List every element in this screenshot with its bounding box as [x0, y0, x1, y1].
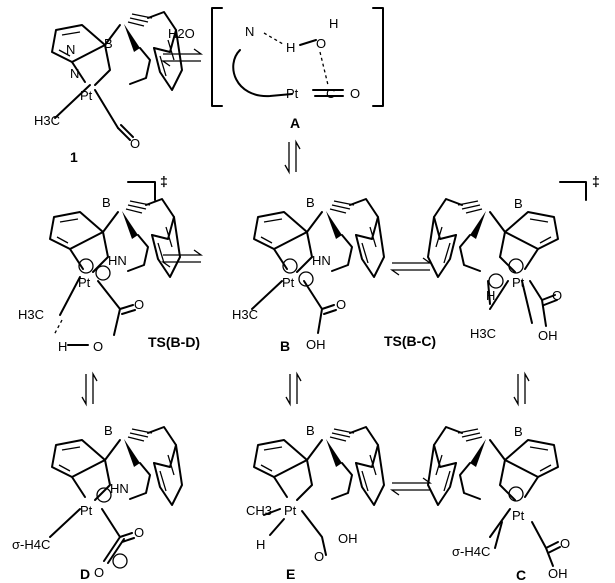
atom-hn: HN — [312, 253, 331, 268]
sigma-methane: σ-H4C — [452, 544, 490, 559]
atom-pt: Pt — [512, 275, 525, 290]
compound-label-c: C — [516, 567, 526, 583]
atom-o: O — [350, 86, 360, 101]
equilibrium-arrow-tsbc-c — [513, 371, 530, 407]
equilibrium-arrow-b-tsbc — [389, 257, 433, 276]
intermediate-e: B Pt CH3 H O OH E — [246, 423, 385, 582]
equilibrium-arrow-a-b — [284, 139, 301, 175]
compound-label-a: A — [290, 115, 300, 131]
atom-h: H — [256, 537, 265, 552]
compound-label-b: B — [280, 338, 290, 354]
atom-n: N — [245, 24, 254, 39]
compound-label-e: E — [286, 566, 295, 582]
ts-b-c-labels: B Pt H H3C O OH TS(B-C) ‡ — [384, 173, 600, 349]
atom-o: O — [134, 525, 144, 540]
hydroxyl-group: OH — [548, 566, 568, 581]
atom-o: O — [93, 339, 103, 354]
equilibrium-arrow-e-c — [389, 477, 433, 496]
equilibrium-arrow-tsbd-d — [81, 371, 98, 407]
atom-o: O — [314, 549, 324, 564]
dagger-right: ‡ — [592, 173, 600, 189]
intermediate-a: N H O H Pt C O A — [211, 7, 384, 131]
atom-b: B — [104, 423, 113, 438]
methyl-group: H3C — [18, 307, 44, 322]
water-label: H2O — [168, 26, 195, 41]
atom-o: O — [552, 288, 562, 303]
atom-b: B — [306, 195, 315, 210]
intermediate-b: B Pt HN H3C O OH B — [232, 195, 385, 354]
atom-o: O — [560, 536, 570, 551]
atom-h: H — [329, 16, 338, 31]
atom-pt: Pt — [286, 86, 299, 101]
intermediate-d: B Pt HN σ-H4C O O D — [12, 423, 183, 582]
hydroxyl-group: OH — [306, 337, 326, 352]
atom-pt: Pt — [284, 503, 297, 518]
compound-1: B N N Pt H3C O 1 — [34, 11, 183, 165]
atom-o: O — [94, 565, 104, 580]
sigma-methane: σ-H4C — [12, 537, 50, 552]
atom-o: O — [134, 297, 144, 312]
atom-o: O — [130, 136, 140, 151]
atom-pt: Pt — [80, 503, 93, 518]
atom-b: B — [102, 195, 111, 210]
dagger-left: ‡ — [160, 173, 168, 189]
atom-pt: Pt — [282, 275, 295, 290]
atom-o: O — [316, 36, 326, 51]
atom-hn: HN — [108, 253, 127, 268]
compound-label-ts-b-d: TS(B-D) — [148, 334, 200, 350]
atom-b: B — [514, 196, 523, 211]
atom-b: B — [306, 423, 315, 438]
atom-pt: Pt — [78, 275, 91, 290]
atom-h: H — [286, 40, 295, 55]
methyl-group: H3C — [232, 307, 258, 322]
atom-o: O — [336, 297, 346, 312]
compound-label-1: 1 — [70, 149, 78, 165]
methyl-group: CH3 — [246, 503, 272, 518]
hydroxyl-group: OH — [338, 531, 358, 546]
atom-n: N — [66, 42, 75, 57]
atom-c: C — [326, 86, 335, 101]
atom-pt: Pt — [512, 508, 525, 523]
intermediate-c — [427, 426, 559, 538]
equilibrium-arrow-1-a: H2O — [160, 26, 204, 67]
ts-bracket-left: ‡ — [127, 173, 168, 201]
equilibrium-arrow-tsbd-b — [160, 249, 204, 268]
atom-h: H — [486, 288, 495, 303]
atom-b: B — [104, 36, 113, 51]
compound-label-ts-b-c: TS(B-C) — [384, 333, 436, 349]
atom-n: N — [70, 66, 79, 81]
atom-pt: Pt — [80, 88, 93, 103]
atom-hn: HN — [110, 481, 129, 496]
methyl-group: H3C — [470, 326, 496, 341]
intermediate-c-labels: B Pt σ-H4C O OH C — [452, 424, 570, 583]
atom-b: B — [514, 424, 523, 439]
atom-h: H — [58, 339, 67, 354]
ts-b-d: B Pt HN H3C H O O TS(B-D) — [18, 195, 200, 354]
compound-label-d: D — [80, 566, 90, 582]
methyl-group: H3C — [34, 113, 60, 128]
equilibrium-arrow-b-e — [285, 371, 302, 407]
ts-b-c — [427, 198, 559, 324]
hydroxyl-group: OH — [538, 328, 558, 343]
